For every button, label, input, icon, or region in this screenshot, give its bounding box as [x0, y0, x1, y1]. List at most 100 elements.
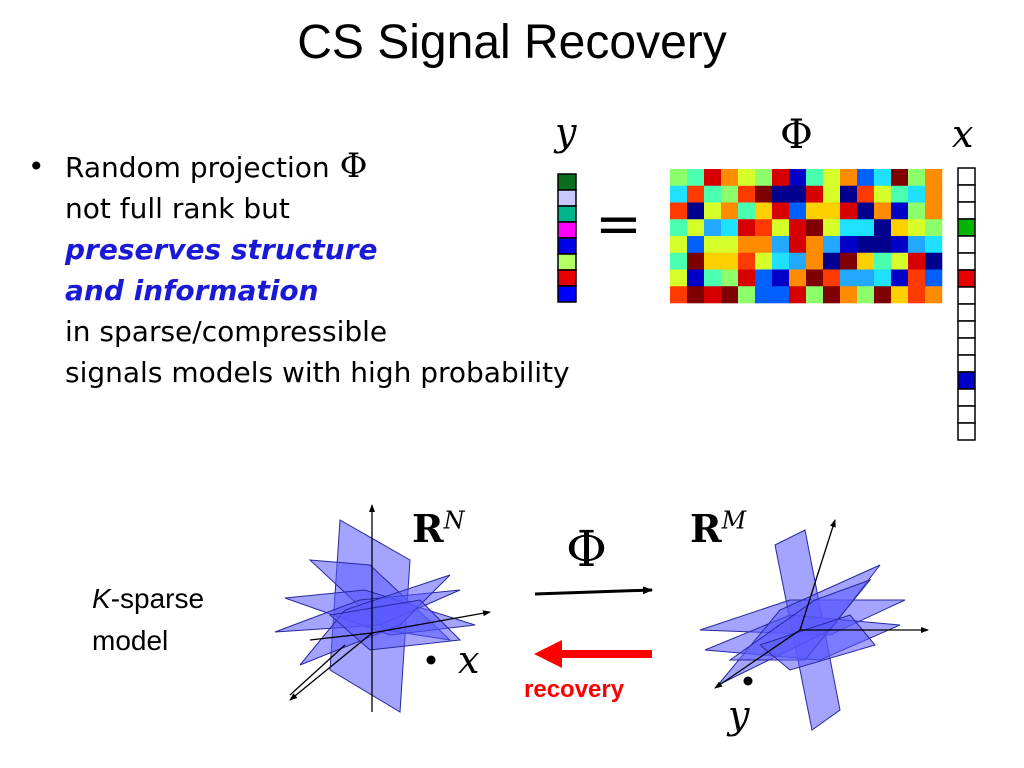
matrix-cell [840, 236, 858, 254]
matrix-cell [908, 286, 926, 304]
matrix-cell [891, 202, 909, 220]
matrix-cell [670, 185, 688, 203]
matrix-cell [925, 236, 943, 254]
matrix-cell [755, 286, 773, 304]
x-vector-zero-cell [957, 303, 976, 322]
matrix-cell [755, 202, 773, 220]
matrix-cell [789, 286, 807, 304]
matrix-cell [857, 236, 875, 254]
y-vector-cell [557, 189, 577, 207]
matrix-cell [687, 236, 705, 254]
matrix-cell [670, 269, 688, 287]
matrix-cell [857, 202, 875, 220]
phi-arrow-label: Φ [566, 520, 607, 578]
matrix-cell [925, 252, 943, 270]
x-vector-zero-cell [957, 201, 976, 220]
matrix-cell [874, 219, 892, 237]
emphasis-line-2: and information [65, 274, 319, 307]
k-label: K [92, 583, 111, 614]
matrix-cell [721, 286, 739, 304]
matrix-cell [789, 236, 807, 254]
matrix-cell [704, 236, 722, 254]
matrix-cell [823, 202, 841, 220]
matrix-cell [755, 185, 773, 203]
measurement-vector-y [557, 173, 577, 303]
matrix-cell [721, 252, 739, 270]
matrix-cell [840, 185, 858, 203]
bullet-line-5: in sparse/compressible [65, 315, 388, 348]
matrix-cell [789, 269, 807, 287]
rm-axes [714, 519, 929, 689]
x-vector-zero-cell [957, 422, 976, 441]
x-vector-zero-cell [957, 388, 976, 407]
x-vector-nonzero-cell [957, 371, 976, 390]
rm-R: R [690, 506, 722, 551]
y-vector-cell [557, 205, 577, 223]
matrix-cell [670, 286, 688, 304]
matrix-cell [772, 185, 790, 203]
matrix-cell [908, 185, 926, 203]
matrix-cell [670, 202, 688, 220]
matrix-cell [908, 269, 926, 287]
matrix-cell [704, 286, 722, 304]
x-vector-zero-cell [957, 286, 976, 305]
slide-title: CS Signal Recovery [297, 16, 727, 69]
matrix-cell [704, 185, 722, 203]
matrix-cell [891, 252, 909, 270]
matrix-cell [806, 219, 824, 237]
matrix-cell [908, 252, 926, 270]
bullet-line-1-text: Random projection [65, 151, 330, 184]
y-vector-cell [557, 221, 577, 239]
matrix-cell [925, 219, 943, 237]
matrix-cell [704, 202, 722, 220]
recovery-arrow [534, 640, 652, 668]
matrix-cell [823, 236, 841, 254]
matrix-cell [670, 236, 688, 254]
matrix-cell [721, 269, 739, 287]
matrix-cell [738, 236, 756, 254]
rn-R: R [412, 506, 444, 551]
matrix-cell [857, 286, 875, 304]
matrix-cell [755, 219, 773, 237]
y-vector-cell [557, 253, 577, 271]
matrix-cell [891, 269, 909, 287]
matrix-cell [857, 185, 875, 203]
matrix-cell [772, 236, 790, 254]
rn-superscript: N [443, 506, 465, 535]
x-point-label: x [458, 638, 480, 682]
matrix-cell [874, 202, 892, 220]
matrix-cell [772, 286, 790, 304]
phi-symbol-inline: Φ [339, 146, 368, 186]
recovery-label: recovery [524, 676, 625, 703]
matrix-cell [874, 169, 892, 187]
matrix-cell [874, 286, 892, 304]
matrix-cell [857, 252, 875, 270]
matrix-cell [840, 286, 858, 304]
matrix-cell [721, 185, 739, 203]
x-vector-zero-cell [957, 405, 976, 424]
matrix-cell [925, 202, 943, 220]
bullet-line-2: not full rank but [65, 192, 290, 225]
matrix-cell [755, 169, 773, 187]
matrix-cell [687, 202, 705, 220]
matrix-cell [891, 219, 909, 237]
matrix-cell [772, 202, 790, 220]
matrix-cell [687, 219, 705, 237]
phi-matrix-label: Φ [780, 112, 813, 158]
x-vector-zero-cell [957, 184, 976, 203]
matrix-cell [840, 269, 858, 287]
matrix-cell [857, 269, 875, 287]
matrix-cell [738, 269, 756, 287]
rm-subspace-planes [699, 529, 906, 731]
y-vector-label: y [555, 110, 577, 154]
sparse-label: -sparse [110, 583, 205, 614]
x-vector-zero-cell [957, 167, 976, 186]
matrix-cell [806, 202, 824, 220]
matrix-cell [891, 169, 909, 187]
matrix-cell [721, 219, 739, 237]
matrix-cell [738, 185, 756, 203]
matrix-cell [772, 169, 790, 187]
matrix-cell [806, 269, 824, 287]
matrix-cell [908, 219, 926, 237]
